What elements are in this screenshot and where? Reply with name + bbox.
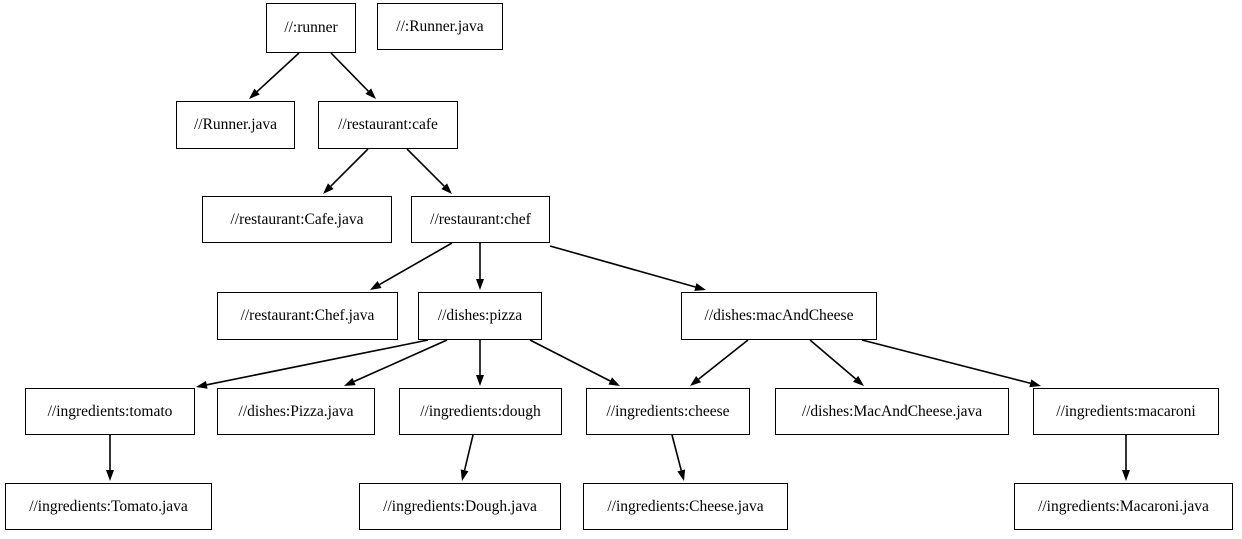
graph-node-label: //dishes:macAndCheese xyxy=(704,307,854,325)
graph-arrowhead-restaurant_cafe-to-restaurant_chef xyxy=(441,183,452,194)
graph-arrowhead-runner-to-restaurant_cafe xyxy=(365,88,376,99)
graph-node-runner_java[interactable]: //Runner.java xyxy=(176,101,295,149)
graph-arrowhead-restaurant_chef-to-dishes_mac xyxy=(694,283,706,291)
graph-node-ing_dough_java[interactable]: //ingredients:Dough.java xyxy=(359,483,561,530)
graph-node-ing_cheese_java[interactable]: //ingredients:Cheese.java xyxy=(583,483,788,530)
graph-edge-dishes_mac-to-ing_macaroni xyxy=(861,339,1031,385)
graph-node-restaurant_chef_java[interactable]: //restaurant:Chef.java xyxy=(217,292,398,340)
graph-node-runner_java_root[interactable]: //:Runner.java xyxy=(377,3,503,50)
graph-node-dishes_pizza[interactable]: //dishes:pizza xyxy=(418,292,542,340)
graph-node-label: //ingredients:Dough.java xyxy=(383,497,537,515)
graph-arrowhead-ing_dough-to-ing_dough_java xyxy=(460,469,469,481)
graph-arrowhead-restaurant_chef-to-dishes_pizza xyxy=(476,279,484,290)
graph-edge-runner-to-restaurant_cafe xyxy=(330,52,369,92)
graph-node-label: //restaurant:cafe xyxy=(338,116,438,134)
graph-node-label: //restaurant:Chef.java xyxy=(240,307,375,325)
graph-arrowhead-dishes_mac-to-ing_cheese xyxy=(690,376,702,386)
graph-edge-ing_dough-to-ing_dough_java xyxy=(463,434,474,471)
graph-arrowhead-ing_macaroni-to-ing_macaroni_java xyxy=(1122,470,1130,481)
graph-arrowhead-dishes_mac-to-dishes_mac_java xyxy=(853,375,864,386)
graph-node-label: //dishes:MacAndCheese.java xyxy=(801,402,983,420)
graph-node-label: //ingredients:dough xyxy=(420,402,541,420)
graph-node-restaurant_chef[interactable]: //restaurant:chef xyxy=(411,196,550,243)
graph-edge-restaurant_chef-to-restaurant_chef_java xyxy=(379,242,453,286)
graph-edge-dishes_mac-to-ing_cheese xyxy=(698,339,749,380)
graph-node-label: //Runner.java xyxy=(193,116,278,134)
graph-arrowhead-restaurant_cafe-to-restaurant_cafe_java xyxy=(323,183,334,194)
graph-node-ing_macaroni[interactable]: //ingredients:macaroni xyxy=(1033,388,1219,435)
graph-arrowhead-ing_cheese-to-ing_cheese_java xyxy=(677,469,686,481)
graph-arrowhead-restaurant_chef-to-restaurant_chef_java xyxy=(370,281,382,290)
graph-edge-dishes_pizza-to-ing_tomato xyxy=(206,339,429,386)
graph-node-label: //ingredients:macaroni xyxy=(1056,402,1196,420)
graph-node-dishes_pizza_java[interactable]: //dishes:Pizza.java xyxy=(217,388,375,435)
graph-arrowhead-dishes_pizza-to-dishes_pizza_java xyxy=(344,377,356,386)
graph-arrowhead-dishes_pizza-to-ing_dough xyxy=(476,375,484,386)
graph-node-ing_tomato[interactable]: //ingredients:tomato xyxy=(25,388,195,435)
graph-arrowhead-runner-to-runner_java xyxy=(249,88,260,99)
graph-node-label: //:runner xyxy=(284,19,338,37)
graph-node-dishes_mac[interactable]: //dishes:macAndCheese xyxy=(681,292,877,340)
graph-arrowhead-dishes_pizza-to-ing_cheese xyxy=(608,377,620,386)
graph-node-label: //ingredients:Macaroni.java xyxy=(1038,497,1209,515)
graph-node-restaurant_cafe_java[interactable]: //restaurant:Cafe.java xyxy=(202,196,392,243)
graph-node-restaurant_cafe[interactable]: //restaurant:cafe xyxy=(318,101,458,149)
graph-edge-runner-to-runner_java xyxy=(256,52,300,93)
graph-edge-ing_cheese-to-ing_cheese_java xyxy=(671,434,682,471)
graph-node-label: //ingredients:Tomato.java xyxy=(29,497,188,515)
graph-node-ing_tomato_java[interactable]: //ingredients:Tomato.java xyxy=(5,483,212,530)
graph-node-ing_cheese[interactable]: //ingredients:cheese xyxy=(586,388,750,435)
graph-node-label: //restaurant:Cafe.java xyxy=(230,210,364,228)
graph-arrowhead-dishes_pizza-to-ing_tomato xyxy=(196,380,208,389)
graph-node-runner[interactable]: //:runner xyxy=(266,3,356,53)
graph-arrowhead-ing_tomato-to-ing_tomato_java xyxy=(106,470,114,481)
graph-node-ing_dough[interactable]: //ingredients:dough xyxy=(399,388,562,435)
graph-edge-restaurant_cafe-to-restaurant_chef xyxy=(406,148,445,187)
graph-node-dishes_mac_java[interactable]: //dishes:MacAndCheese.java xyxy=(775,388,1009,435)
graph-edge-restaurant_cafe-to-restaurant_cafe_java xyxy=(330,148,369,187)
graph-node-label: //dishes:pizza xyxy=(437,307,523,325)
graph-node-label: //ingredients:Cheese.java xyxy=(607,497,764,515)
graph-node-label: //:Runner.java xyxy=(396,17,484,35)
graph-node-ing_macaroni_java[interactable]: //ingredients:Macaroni.java xyxy=(1014,483,1233,530)
graph-node-label: //ingredients:tomato xyxy=(47,402,173,420)
graph-edge-restaurant_chef-to-dishes_mac xyxy=(549,245,696,288)
graph-node-label: //dishes:Pizza.java xyxy=(238,402,354,420)
graph-arrowhead-dishes_mac-to-ing_macaroni xyxy=(1029,379,1041,388)
graph-node-label: //ingredients:cheese xyxy=(606,402,730,420)
graph-edge-dishes_pizza-to-ing_cheese xyxy=(529,339,611,382)
graph-node-label: //restaurant:chef xyxy=(430,210,531,228)
graph-edge-dishes_mac-to-dishes_mac_java xyxy=(809,339,857,380)
graph-edge-dishes_pizza-to-dishes_pizza_java xyxy=(353,339,448,383)
